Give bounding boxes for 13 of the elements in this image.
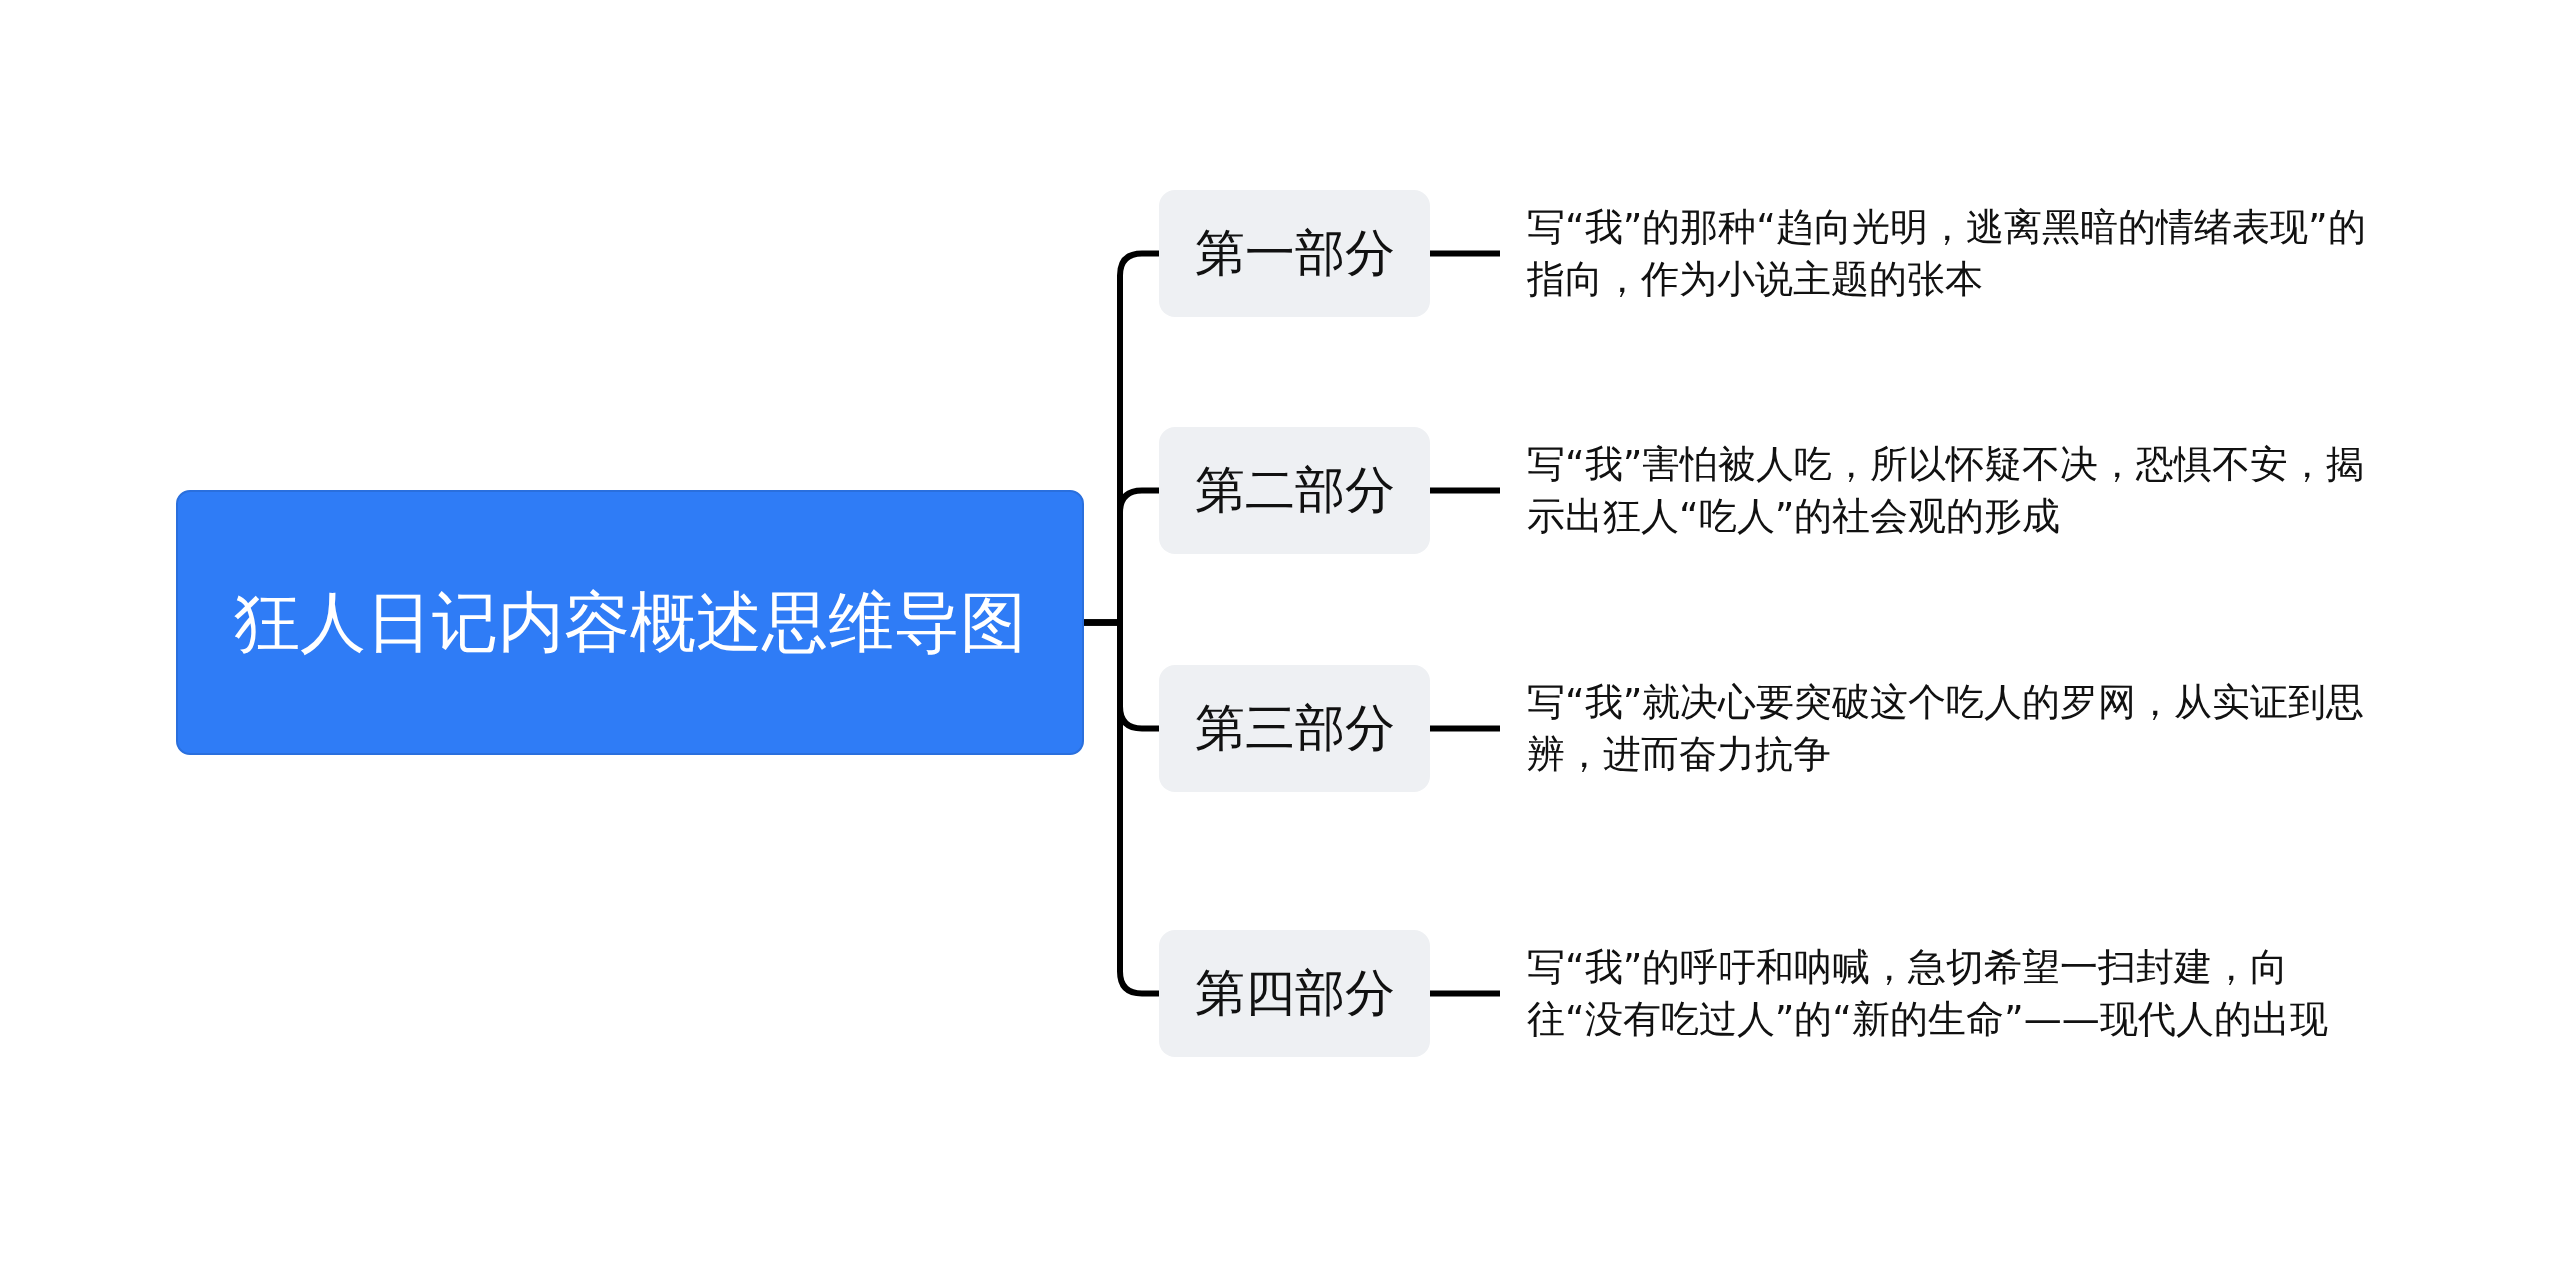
connector-line <box>1430 250 1500 257</box>
connector-line <box>1430 725 1500 732</box>
description-text: 写“我”害怕被人吃，所以怀疑不决，恐惧不安，揭示出狂人“吃人”的社会观的形成 <box>1527 430 2377 550</box>
topic-box: 第二部分 <box>1159 427 1430 554</box>
connector-line <box>1430 990 1500 997</box>
description-text: 写“我”就决心要突破这个吃人的罗网，从实证到思辨，进而奋力抗争 <box>1527 668 2377 788</box>
root-box: 狂人日记内容概述思维导图 <box>176 490 1084 755</box>
description-text: 写“我”的那种“趋向光明，逃离黑暗的情绪表现”的指向，作为小说主题的张本 <box>1527 193 2377 313</box>
topic-box: 第三部分 <box>1159 665 1430 792</box>
description-text: 写“我”的呼吁和呐喊，急切希望一扫封建，向往“没有吃过人”的“新的生命”——现代人的出现 <box>1527 900 2377 1086</box>
connector-line <box>1430 487 1500 494</box>
topic-box: 第一部分 <box>1159 190 1430 317</box>
topic-box: 第四部分 <box>1159 930 1430 1057</box>
